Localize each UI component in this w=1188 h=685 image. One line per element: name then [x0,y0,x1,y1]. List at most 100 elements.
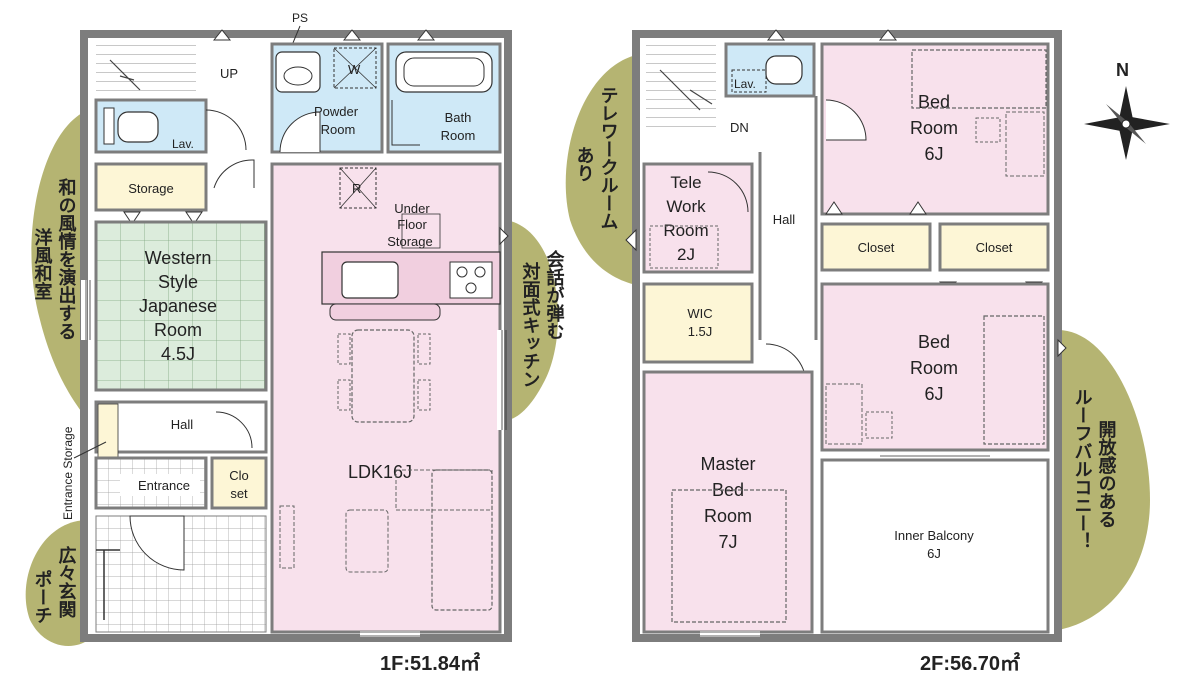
r-label: R [352,181,361,196]
entrance-storage-label: Entrance Storage [61,426,75,520]
note-washitsu-1: 和の風情を演出する [56,178,77,340]
ufs-label-2: Floor [397,217,427,232]
door-swing [279,111,321,153]
compass-icon: N [1084,60,1170,160]
tw-label-1: Tele [670,173,701,192]
dining-table [351,329,415,423]
wj-room-label-3: Japanese [139,296,217,316]
svg-text:Powder: Powder [314,104,359,119]
note-blob-porch [25,520,88,646]
stairs-1f [96,44,196,94]
note-balcony-2: ルーフバルコニー！ [1072,388,1093,550]
balcony-label-1: Inner Balcony [894,528,974,543]
bed-room-2 [820,282,1050,452]
master-bed [671,489,787,623]
ldk-label: LDK16J [348,462,412,482]
desk-2 [825,383,863,445]
floor2-area-label: 2F:56.70㎡ [920,651,1020,675]
svg-text:Room: Room [321,122,356,137]
note-porch-2: ポーチ [32,569,53,624]
closet-2f-1-label: Closet [858,240,895,255]
bed2-label-2: Room [910,358,958,378]
desk-1 [1005,111,1045,177]
master-label-3: Room [704,506,752,526]
ufs-label-1: Under [394,201,430,216]
powder-room-label-1: Powder [314,104,359,119]
tv-stand [279,505,295,569]
note-blob-telework [565,55,636,285]
tw-label-4: 2J [677,245,695,264]
dn-label: DN [730,120,749,135]
wj-room-label-1: Western [145,248,212,268]
wj-room-label-4: Room [154,320,202,340]
entrance-label: Entrance [138,478,190,493]
floor1-area-label: 1F:51.84㎡ [380,651,480,675]
front-door-swing [129,515,185,571]
note-blob-washitsu [31,110,88,420]
closet-2f-2 [938,222,1050,272]
bed-2 [983,315,1045,445]
stairs-2f [646,44,716,128]
wic [642,282,754,364]
ldk [270,162,502,634]
note-kitchen-1: 対面式キッチン [520,261,542,388]
bathtub-icon [395,51,493,93]
hall-1f-label: Hall [171,417,194,432]
bed2-label-3: 6J [924,384,943,404]
powder-room-label-2: Room [321,122,356,137]
balcony-label-2: 6J [927,546,941,561]
master-label-1: Master [700,454,755,474]
wj-room-label-5: 4.5J [161,344,195,364]
closet-2f-1 [820,222,932,272]
washbasin-icon [275,51,321,93]
up-label: UP [220,66,238,81]
floor-1: UP PS W Powder Room Bath Room Lav. [61,11,512,675]
toilet-icon-2f [765,55,803,85]
lav-label-1f: Lav. [172,137,194,151]
washer-space [333,47,377,89]
bath-room-label-1: Bath [445,110,472,125]
bed1-label-1: Bed [918,92,950,112]
closet-1f-label-2: set [230,486,248,501]
note-blob-kitchen [506,220,559,420]
storage-label: Storage [128,181,174,196]
closet-1f [210,456,268,510]
bed1-label-3: 6J [924,144,943,164]
sink-icon [341,261,399,299]
lav-label-2f: Lav. [734,77,756,91]
bed2-label-1: Bed [918,332,950,352]
note-balcony-1: 開放感のある [1096,420,1118,528]
tw-label-3: Room [663,221,708,240]
master-bed-room [642,370,814,634]
closet-2f-2-label: Closet [976,240,1013,255]
ps-label: PS [292,11,308,25]
wic-label-2: 1.5J [688,324,713,339]
wj-room-label-2: Style [158,272,198,292]
master-label-4: 7J [718,532,737,552]
hall-1f [94,400,268,454]
toilet-icon [117,111,159,143]
bed-1 [911,49,1047,109]
entrance-storage [97,403,119,459]
ufs-label-3: Storage [387,234,433,249]
note-washitsu-2: 洋風和室 [32,227,53,300]
compass-label: N [1116,60,1129,80]
tw-label-2: Work [666,197,706,216]
note-blob-balcony [1058,330,1150,630]
coffee-table [345,509,389,573]
closet-1f-label-1: Clo [229,468,249,483]
floor-2: DN Lav. Bed Room 6J Tele Work Room 2J Ha… [625,29,1067,675]
inner-balcony [820,458,1050,634]
wic-label-1: WIC [687,306,712,321]
note-telework-2: あり [574,146,595,182]
bed1-label-2: Room [910,118,958,138]
stove-icon [449,261,493,299]
note-kitchen-2: 会話が弾む [544,249,565,340]
hall-2f-label: Hall [773,212,796,227]
western-japanese-room [94,220,268,392]
washer-label: W [348,62,361,77]
refrigerator-space [339,167,377,209]
note-telework-1: テレワークルーム [598,86,619,230]
note-porch-1: 広々玄関 [56,545,77,618]
